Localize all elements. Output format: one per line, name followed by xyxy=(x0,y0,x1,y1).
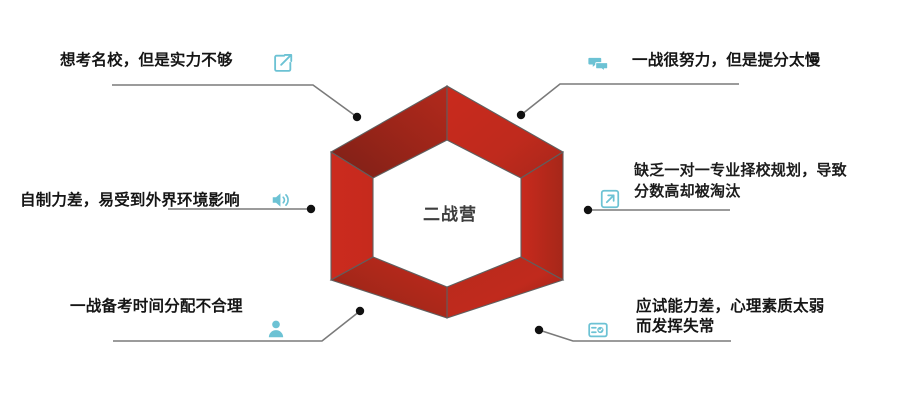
person-user-icon xyxy=(265,318,287,340)
pointer-square-icon xyxy=(599,188,621,210)
hexagon-ring xyxy=(329,85,565,319)
hex-segment-left xyxy=(330,151,374,281)
node-label-bottom-right: 应试能力差，心理素质太弱 而发挥失常 xyxy=(636,297,825,335)
speaker-volume-icon xyxy=(270,189,292,211)
connector-dots xyxy=(306,110,593,335)
connector-lines xyxy=(112,83,739,342)
dot-bottom-left xyxy=(355,306,365,316)
chat-bubbles-icon xyxy=(587,54,609,76)
dot-bottom-right xyxy=(534,325,544,335)
share-export-icon xyxy=(272,52,294,74)
node-label-top-right: 一战很努力，但是提分太慢 xyxy=(632,51,821,69)
node-label-bottom-left: 一战备考时间分配不合理 xyxy=(70,297,243,315)
node-label-middle-left: 自制力差，易受到外界环境影响 xyxy=(20,191,240,209)
center-label: 二战营 xyxy=(423,205,477,225)
connector-top-left xyxy=(112,84,358,118)
node-label-middle-right: 缺乏一对一专业择校规划，导致 分数高却被淘汰 xyxy=(634,161,847,200)
dot-middle-right xyxy=(583,205,593,215)
dot-middle-left xyxy=(306,204,316,214)
node-label-top-left: 想考名校，但是实力不够 xyxy=(60,51,233,69)
connector-bottom-right xyxy=(538,329,731,342)
connector-top-right xyxy=(520,83,739,116)
dot-top-right xyxy=(516,110,526,120)
id-card-icon xyxy=(587,319,609,341)
dot-top-left xyxy=(352,112,362,122)
connector-bottom-left xyxy=(113,310,361,342)
